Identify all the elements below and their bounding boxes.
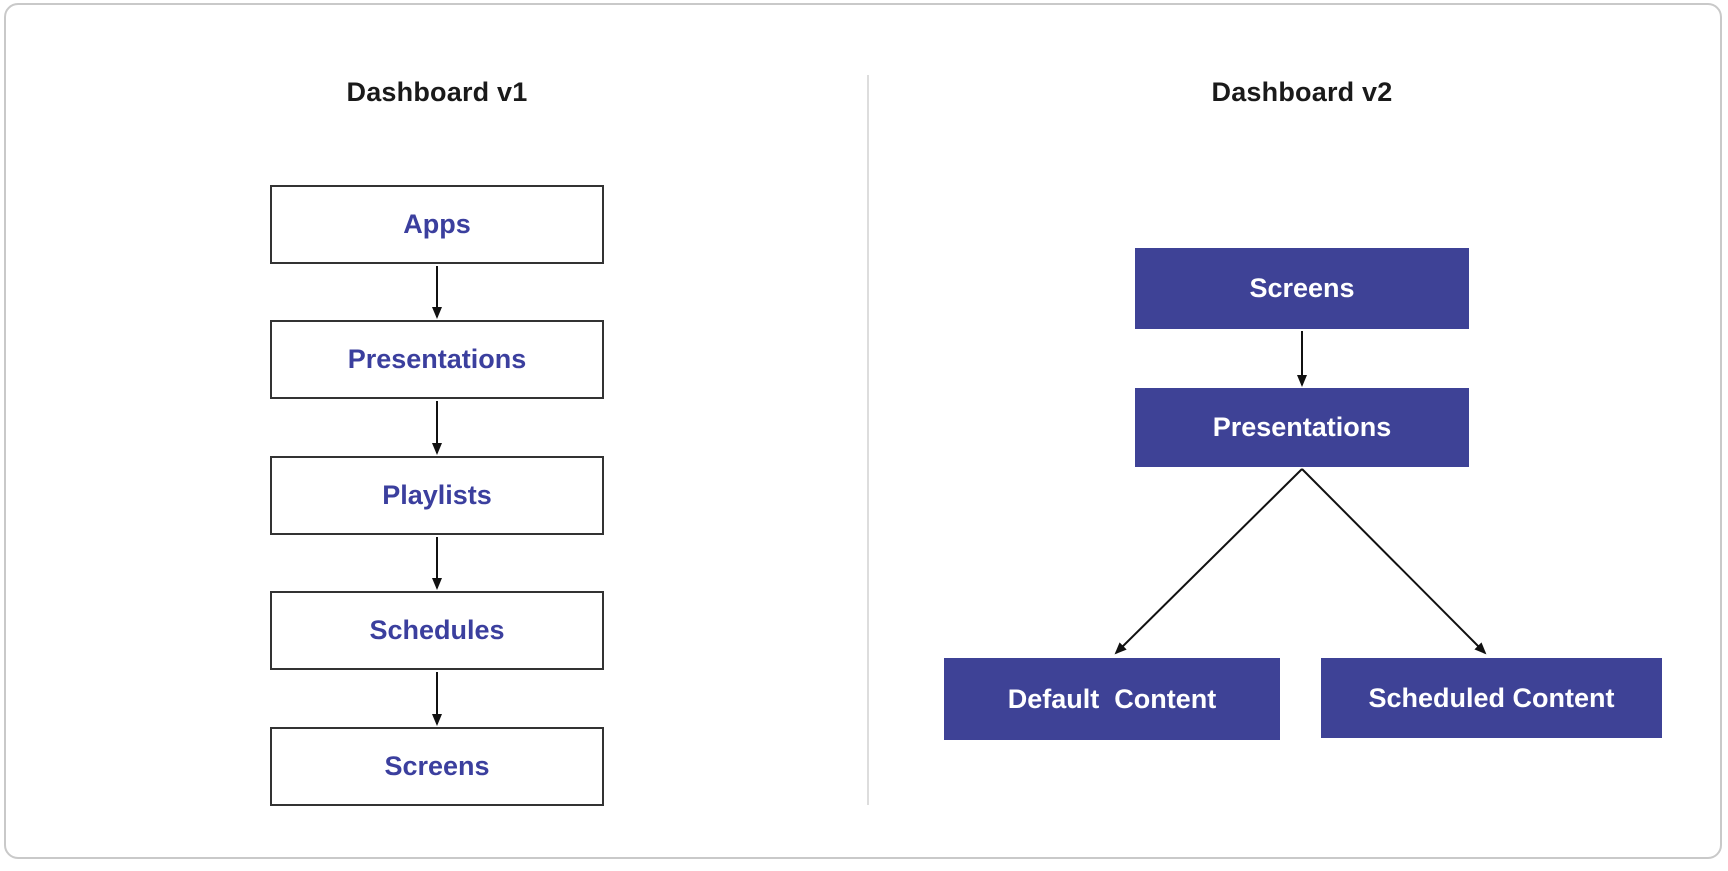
flow-node-v2-default-content: Default Content <box>944 658 1280 740</box>
flow-node-label: Apps <box>403 209 471 239</box>
flow-node-label: Screens <box>384 751 490 781</box>
arrow-v2-presentations-to-default-content <box>1114 468 1303 655</box>
flow-node-label: Presentations <box>1212 412 1392 442</box>
comparison-card: Dashboard v1 Dashboard v2 Apps Presentat… <box>4 3 1722 859</box>
flow-node-label: Scheduled Content <box>1368 682 1615 713</box>
flow-node-label: Playlists <box>382 480 492 510</box>
flow-node-label: Presentations <box>347 344 527 374</box>
flow-node-v1-screens: Screens <box>270 727 604 806</box>
panel-divider <box>867 75 869 805</box>
panel-title-v2: Dashboard v2 <box>1211 77 1393 107</box>
flow-node-v2-scheduled-content: Scheduled Content <box>1321 658 1662 738</box>
flow-node-label: Screens <box>1249 273 1355 303</box>
flow-node-v2-screens: Screens <box>1135 248 1469 329</box>
flow-node-v2-presentations: Presentations <box>1135 388 1469 467</box>
flow-node-label: Default Content <box>1007 683 1217 714</box>
flow-node-v1-presentations: Presentations <box>270 320 604 399</box>
flow-node-v1-apps: Apps <box>270 185 604 264</box>
flow-node-v1-playlists: Playlists <box>270 456 604 535</box>
flow-node-label: Schedules <box>369 615 505 645</box>
panel-title-v1: Dashboard v1 <box>346 77 528 107</box>
arrow-v2-presentations-to-scheduled-content <box>1301 468 1487 655</box>
flow-node-v1-schedules: Schedules <box>270 591 604 670</box>
